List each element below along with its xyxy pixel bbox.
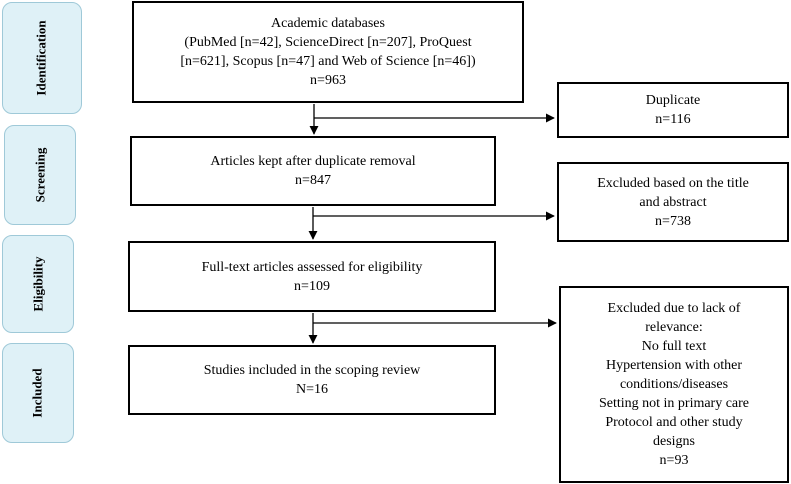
fulltext-title: Full-text articles assessed for eligibil… xyxy=(201,259,423,275)
excluded-relevance-count: n=93 xyxy=(659,453,689,468)
duplicate-box: Duplicate n=116 xyxy=(557,82,789,138)
excluded-relevance-line-2: relevance: xyxy=(645,320,703,335)
databases-count: n=963 xyxy=(310,73,346,88)
excluded-relevance-hypertension-1: Hypertension with other xyxy=(605,358,743,373)
databases-sources-1: (PubMed [n=42], ScienceDirect [n=207], P… xyxy=(184,35,472,50)
stage-eligibility: Eligibility xyxy=(2,235,74,333)
after-duplicates-box: Articles kept after duplicate removal n=… xyxy=(130,136,496,206)
excluded-title-line-2: and abstract xyxy=(639,194,707,210)
after-duplicates-title: Articles kept after duplicate removal xyxy=(210,154,416,169)
stage-identification: Identification xyxy=(2,2,82,114)
included-box: Studies included in the scoping review N… xyxy=(128,345,496,415)
excluded-relevance-setting: Setting not in primary care xyxy=(598,396,750,411)
excluded-relevance-line-1: Excluded due to lack of xyxy=(607,301,741,316)
excluded-title-count: n=738 xyxy=(655,213,691,229)
excluded-relevance-protocol-1: Protocol and other study xyxy=(605,415,743,430)
excluded-relevance-box: Excluded due to lack of relevance: No fu… xyxy=(559,286,789,483)
excluded-title-box: Excluded based on the title and abstract… xyxy=(557,162,789,242)
duplicate-count: n=116 xyxy=(655,112,691,127)
databases-sources-2: [n=621], Scopus [n=47] and Web of Scienc… xyxy=(180,54,476,69)
excluded-relevance-no-full-text: No full text xyxy=(641,339,707,354)
excluded-relevance-hypertension-2: conditions/diseases xyxy=(619,377,729,392)
fulltext-count: n=109 xyxy=(294,278,330,294)
stage-screening: Screening xyxy=(4,125,76,225)
fulltext-box: Full-text articles assessed for eligibil… xyxy=(128,241,496,312)
excluded-title-line-1: Excluded based on the title xyxy=(597,175,749,191)
included-count: N=16 xyxy=(295,382,328,397)
databases-box: Academic databases (PubMed [n=42], Scien… xyxy=(132,1,524,103)
duplicate-title: Duplicate xyxy=(645,93,701,108)
excluded-relevance-protocol-2: designs xyxy=(653,434,695,449)
after-duplicates-count: n=847 xyxy=(295,173,331,188)
stage-included: Included xyxy=(2,343,74,443)
included-title: Studies included in the scoping review xyxy=(203,363,421,378)
databases-title: Academic databases xyxy=(271,16,385,31)
